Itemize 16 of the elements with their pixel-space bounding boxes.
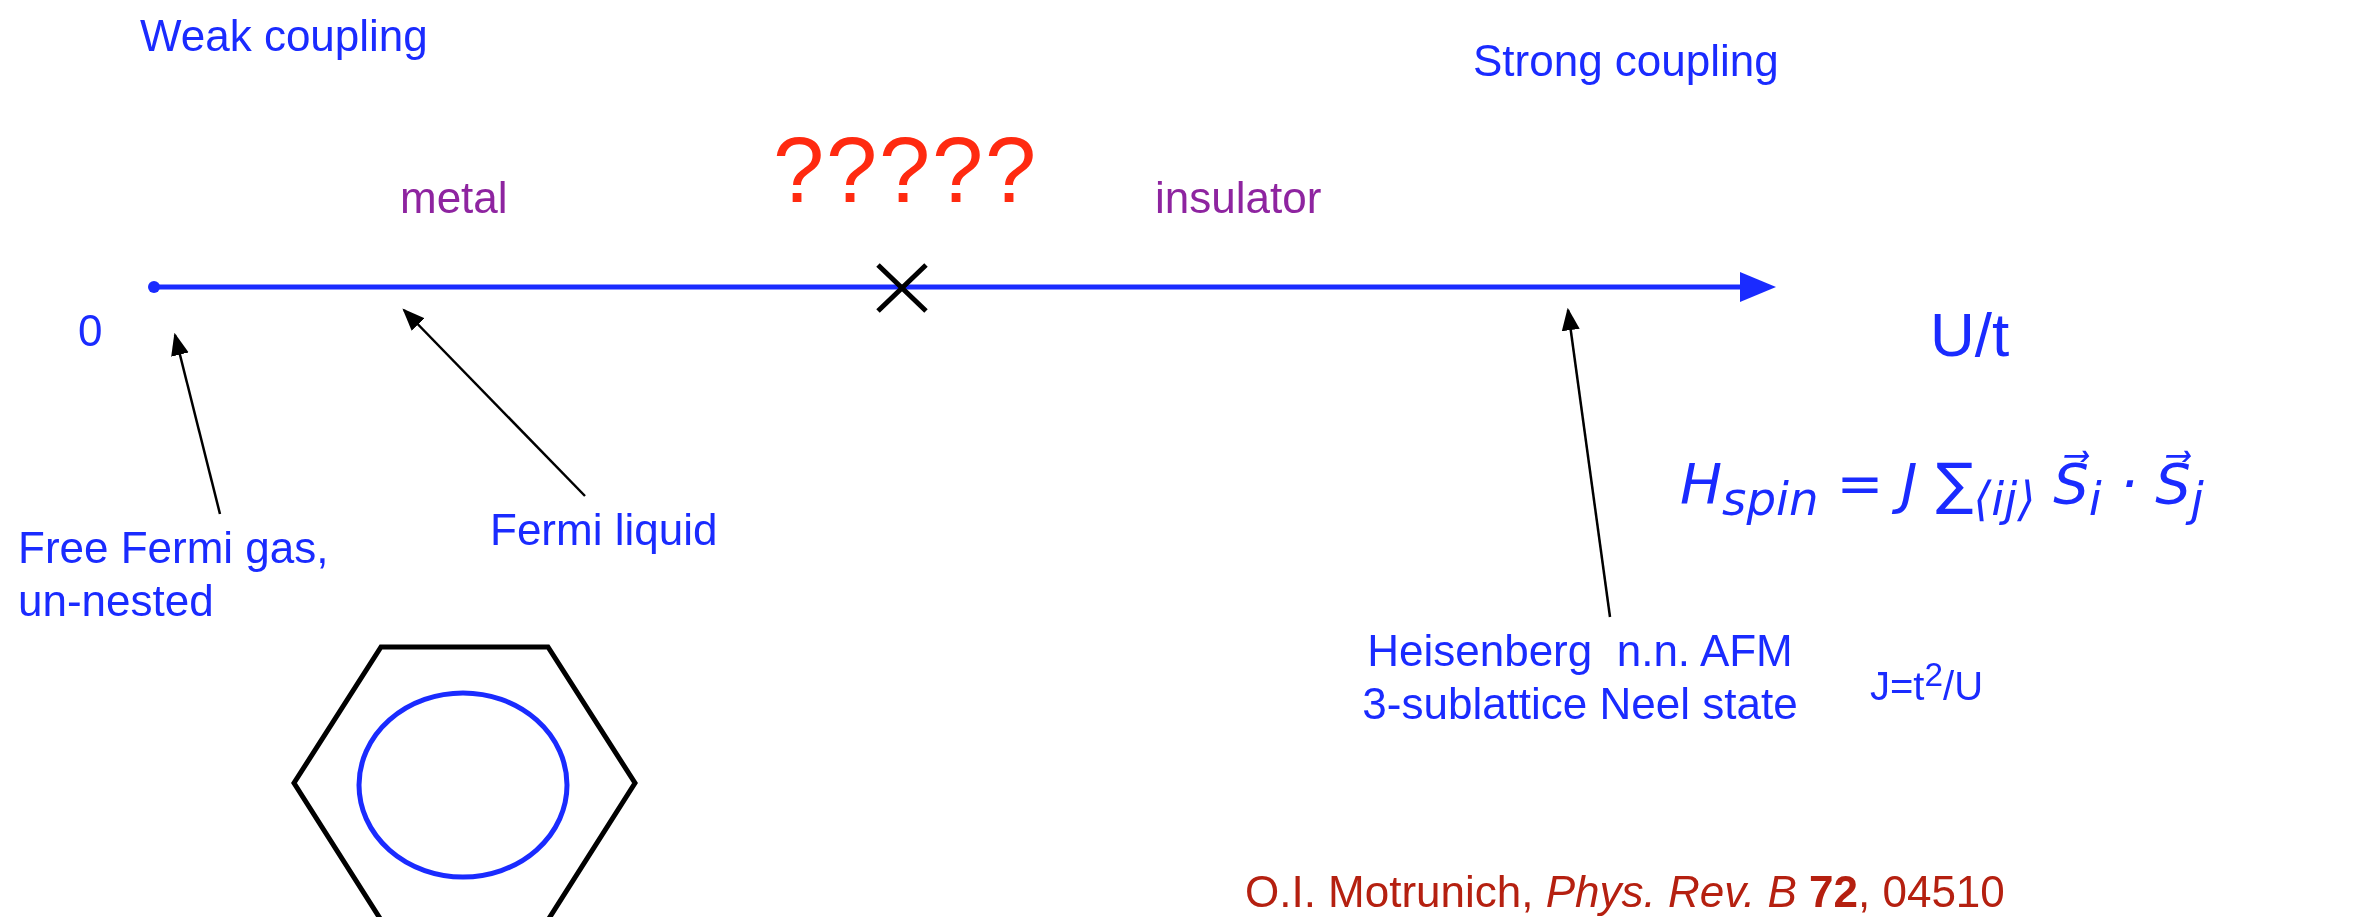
leader-line [402, 308, 586, 497]
coupling-formula: J=t$^{2}$/U [1870, 655, 1984, 711]
citation: O.I. Motrunich, Phys. Rev. B 72, 04510 [1245, 866, 2005, 917]
axis-origin-label: 0 [78, 305, 103, 357]
leader-line [1561, 307, 1612, 618]
leader-line [171, 332, 222, 515]
axis-end-label: Weak coupling [140, 10, 428, 62]
unknown-phase-label: ????? [773, 118, 1039, 223]
axis-title: U/t [1930, 299, 2010, 371]
hamiltonian-formula: H$_{spin}$ = J ∑$_{⟨ij⟩}$ S⃗$_{i}$ · S⃗$_{j}$ [1680, 450, 2204, 528]
annotation-text: Fermi liquid [490, 504, 810, 557]
phase-label: insulator [1155, 172, 1322, 224]
annotation-text: Heisenberg n.n. AFM 3-sublattice Neel state [1345, 625, 1815, 731]
annotation-text: Free Fermi gas, un-nested [18, 522, 348, 628]
phase-label: metal [400, 172, 508, 224]
axis-end-label: Strong coupling [1473, 35, 1779, 87]
